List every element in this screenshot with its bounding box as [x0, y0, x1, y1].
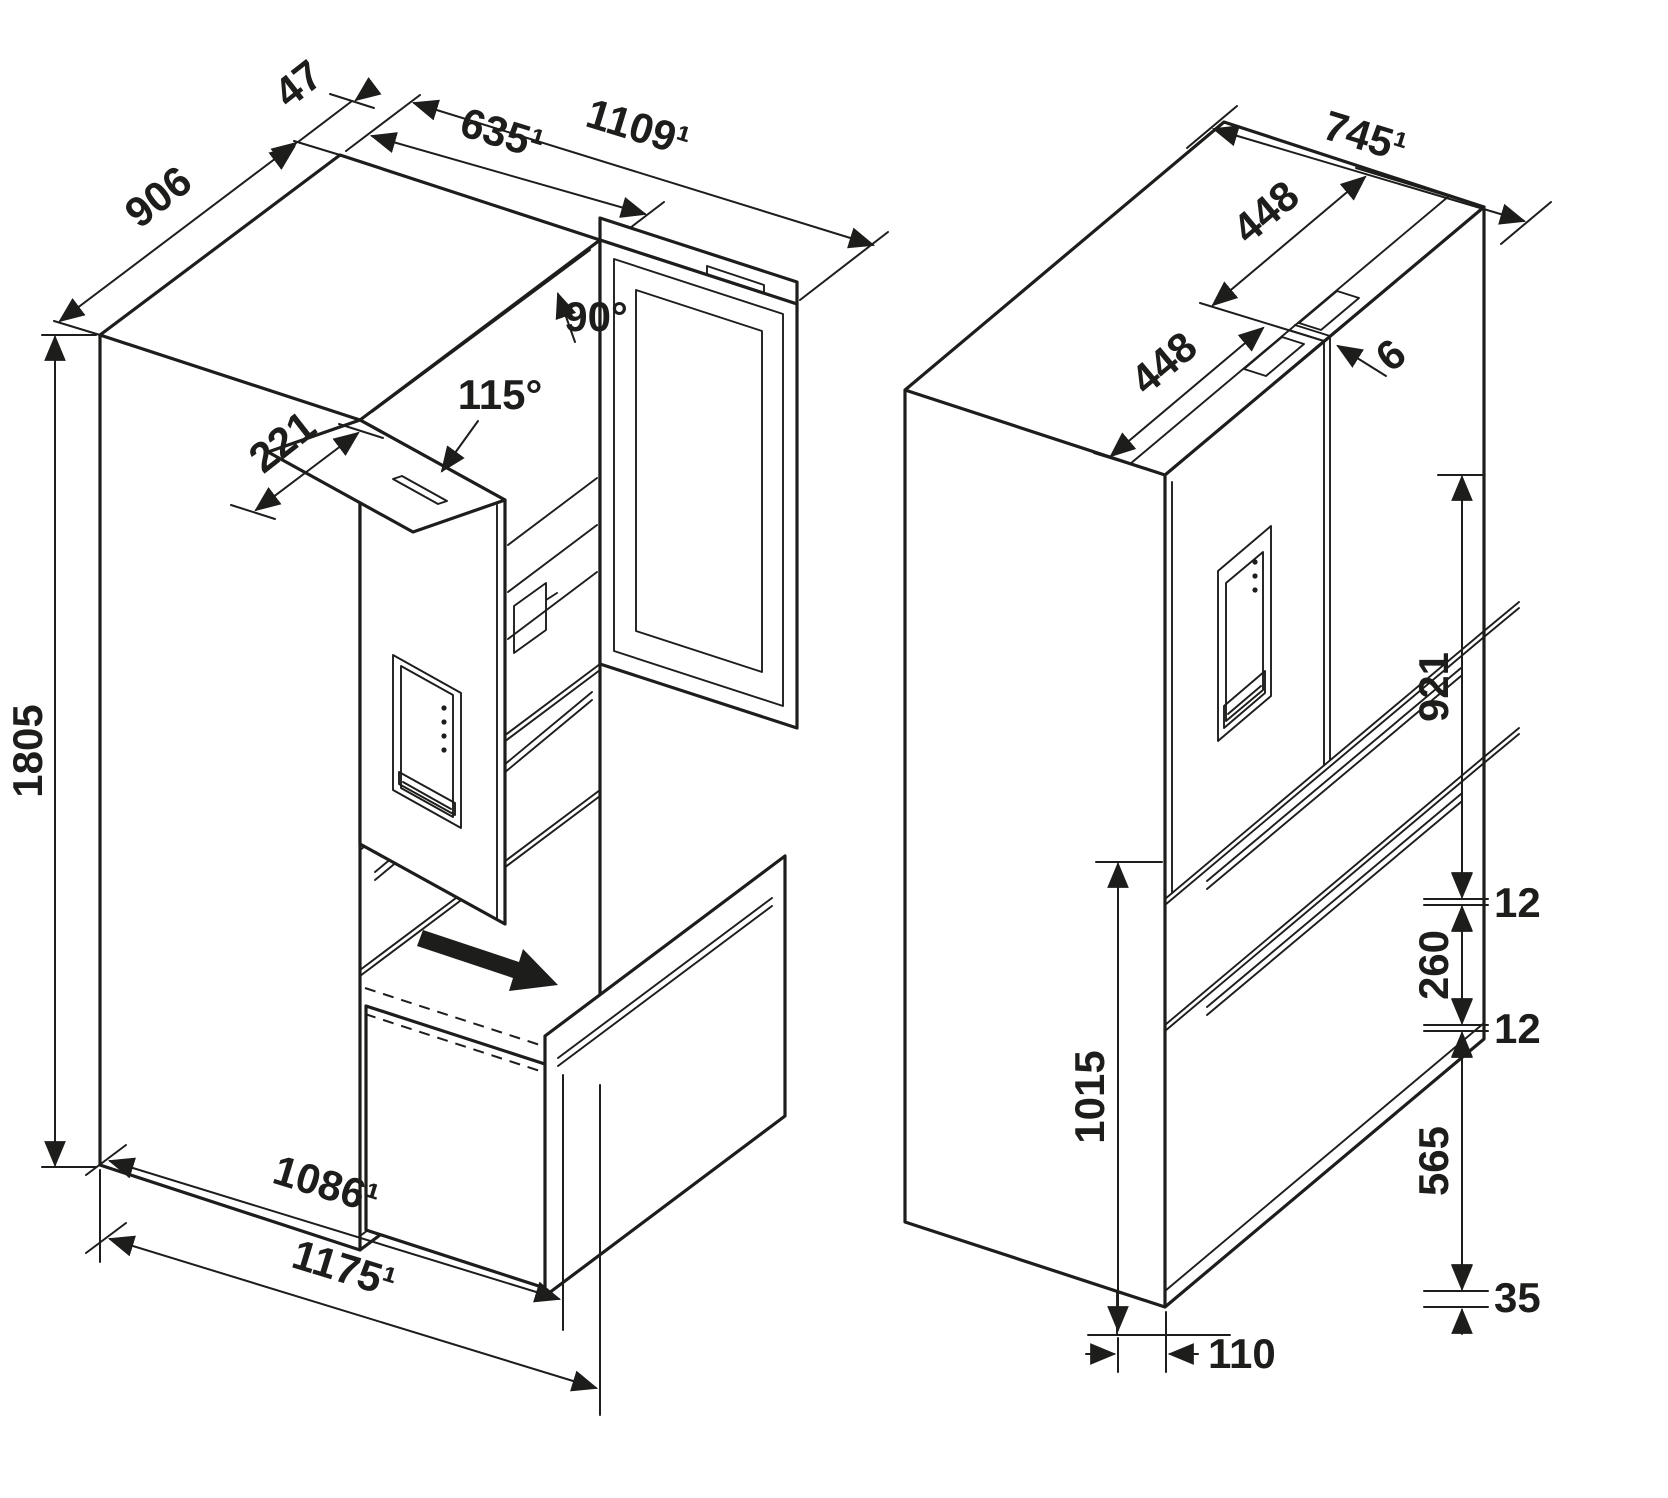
dim-921-label: 921 [1410, 652, 1457, 722]
left-door-open-115 [266, 418, 507, 926]
closed-doors-view: 745¹ 448 448 6 921 [903, 101, 1552, 1377]
left-door-top-handle [1243, 336, 1305, 377]
dispenser-recess [400, 665, 454, 818]
drawer-front-panel [543, 854, 787, 1298]
center-door-gap [1288, 324, 1331, 766]
dimension-line [107, 1235, 599, 1392]
dim-1805-label: 1805 [4, 704, 51, 797]
dimension-line [1109, 326, 1265, 458]
dim-565-label: 565 [1410, 1126, 1457, 1196]
leader-arrow [1336, 344, 1387, 377]
dimension-line [1211, 175, 1367, 307]
drawer-travel-dashed-lines [364, 987, 544, 1073]
dim-gap-upper-12: 12 [1423, 872, 1541, 932]
dispenser-drip-tray [1223, 670, 1266, 729]
dim-635-label: 635¹ [455, 98, 549, 168]
dispenser-button [441, 719, 447, 725]
dim-width-906: 906 [53, 140, 341, 336]
extension-line [1093, 452, 1166, 476]
dispenser-button [1252, 587, 1258, 593]
dispenser-button [441, 747, 447, 753]
cabinet-top-bevel [371, 249, 591, 413]
interior-shelves [507, 477, 598, 640]
division-extension-pairs [1483, 601, 1520, 764]
extension-ticks [1423, 898, 1489, 906]
dim-recess-110: 110 [1085, 1311, 1276, 1377]
dim-gap-6: 6 [1336, 329, 1415, 380]
dispenser-recess [1225, 551, 1264, 722]
dim-1175-label: 1175¹ [287, 1230, 401, 1306]
cabinet-outline [903, 120, 1486, 1309]
dim-12-lower-label: 12 [1494, 1005, 1541, 1052]
extension-ticks [1117, 1311, 1167, 1373]
dispenser-outer-frame [1217, 525, 1272, 742]
dispenser-button [1252, 573, 1258, 579]
right-door-open-90 [598, 216, 799, 730]
dimension-line [1211, 125, 1527, 225]
dim-lower-565: 565 [1410, 1030, 1473, 1292]
extension-ticks [1423, 1290, 1489, 1308]
leader-arrow [440, 420, 479, 473]
extension-lines [1199, 167, 1485, 342]
dim-35-label: 35 [1494, 1274, 1541, 1321]
right-door-panel [598, 238, 799, 730]
dim-angle-115: 115° [440, 371, 543, 473]
plinth-recess-foot [1087, 1291, 1231, 1336]
dispenser-button [441, 733, 447, 739]
pull-direction-arrow [417, 930, 558, 991]
front-division-lines [1164, 630, 1485, 1292]
open-doors-view: 1805 906 47 635¹ 1 [4, 51, 889, 1416]
dim-745-label: 745¹ [1318, 101, 1412, 171]
leader-arrow [555, 291, 577, 343]
dim-height-1805: 1805 [4, 334, 97, 1168]
water-dispenser [392, 654, 462, 829]
right-door-top-handle [1298, 290, 1360, 331]
interior-water-tank [513, 582, 558, 654]
dim-gap-lower-12: 12 [1423, 998, 1541, 1058]
drawer-pull-direction [364, 930, 558, 1073]
dim-pullout-1015: 1015 [1066, 861, 1163, 1333]
dim-drawer-260: 260 [1410, 904, 1473, 1026]
dimension-line [58, 141, 298, 323]
dim-47-label: 47 [265, 51, 331, 117]
extension-tick [629, 201, 665, 229]
dim-right-door-448: 448 [1199, 167, 1485, 342]
dim-door-height-921: 921 [1410, 474, 1483, 900]
right-door-gasket [613, 258, 784, 707]
drawer-front-handle [557, 897, 773, 1067]
arrow-right [354, 77, 382, 102]
pulled-out-drawer [364, 854, 787, 1298]
left-door-top-handle [392, 475, 448, 505]
dispenser-button [441, 705, 447, 711]
extension-tick [329, 93, 375, 109]
drawer-handles [1206, 667, 1462, 1016]
dim-448-right-label: 448 [1224, 171, 1308, 252]
extension-ticks [230, 423, 384, 520]
extension-lines [85, 1074, 601, 1416]
extension-lines [53, 140, 341, 336]
dim-115deg-label: 115° [458, 371, 543, 418]
dim-left-door-448: 448 [1093, 322, 1265, 476]
dim-6-label: 6 [1367, 329, 1415, 380]
dimension-line [254, 431, 360, 512]
dispenser-outer-frame [392, 654, 462, 829]
dispenser-drip-tray [398, 771, 456, 816]
dim-12-upper-label: 12 [1494, 879, 1541, 926]
dimension-line [411, 99, 876, 249]
dim-1015-label: 1015 [1066, 1050, 1113, 1143]
dispenser-button [1252, 559, 1258, 565]
dim-1109-label: 1109¹ [581, 89, 695, 165]
dim-110-label: 110 [1208, 1330, 1276, 1377]
dim-260-label: 260 [1410, 930, 1457, 1000]
dim-angle-90: 90° [555, 291, 628, 343]
dimension-line [297, 100, 353, 143]
arrow-left [268, 145, 296, 170]
dim-448-left-label: 448 [1122, 322, 1206, 403]
dim-plinth-35: 35 [1423, 1263, 1541, 1335]
water-dispenser-closed [1217, 525, 1272, 742]
dim-90deg-label: 90° [564, 293, 628, 340]
